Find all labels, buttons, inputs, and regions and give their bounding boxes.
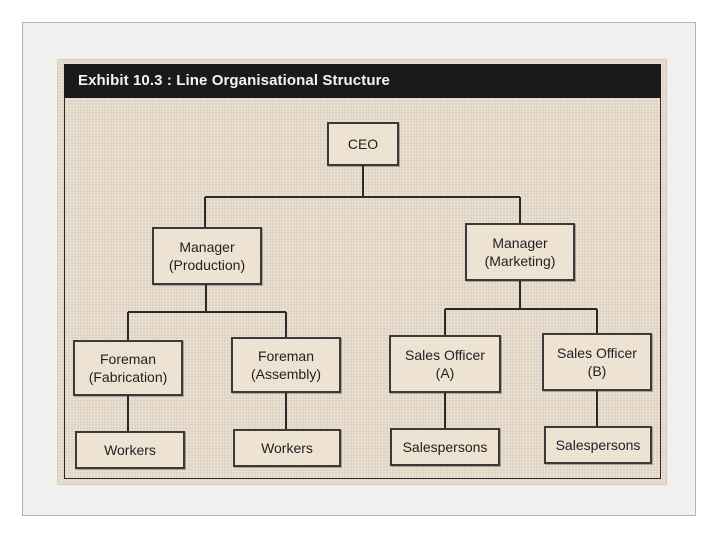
node-workers-fabrication: Workers [75, 431, 185, 469]
node-sales-officer-b: Sales Officer (B) [542, 333, 652, 391]
node-foreman-assembly: Foreman (Assembly) [231, 337, 341, 393]
connector-marketing-to-sales-officers [444, 281, 598, 335]
node-workers-assembly: Workers [233, 429, 341, 467]
node-salespersons-b: Salespersons [544, 426, 652, 464]
node-manager-production: Manager (Production) [152, 227, 262, 285]
connector-ceo-to-managers [204, 166, 521, 227]
exhibit-title: Exhibit 10.3 : Line Organisational Struc… [64, 64, 661, 98]
node-salespersons-a: Salespersons [390, 428, 500, 466]
node-ceo: CEO [327, 122, 399, 166]
node-foreman-fabrication: Foreman (Fabrication) [73, 340, 183, 396]
node-sales-officer-a: Sales Officer (A) [389, 335, 501, 393]
diagram-border [64, 98, 661, 479]
node-manager-marketing: Manager (Marketing) [465, 223, 575, 281]
connector-production-to-foremen [127, 285, 287, 340]
